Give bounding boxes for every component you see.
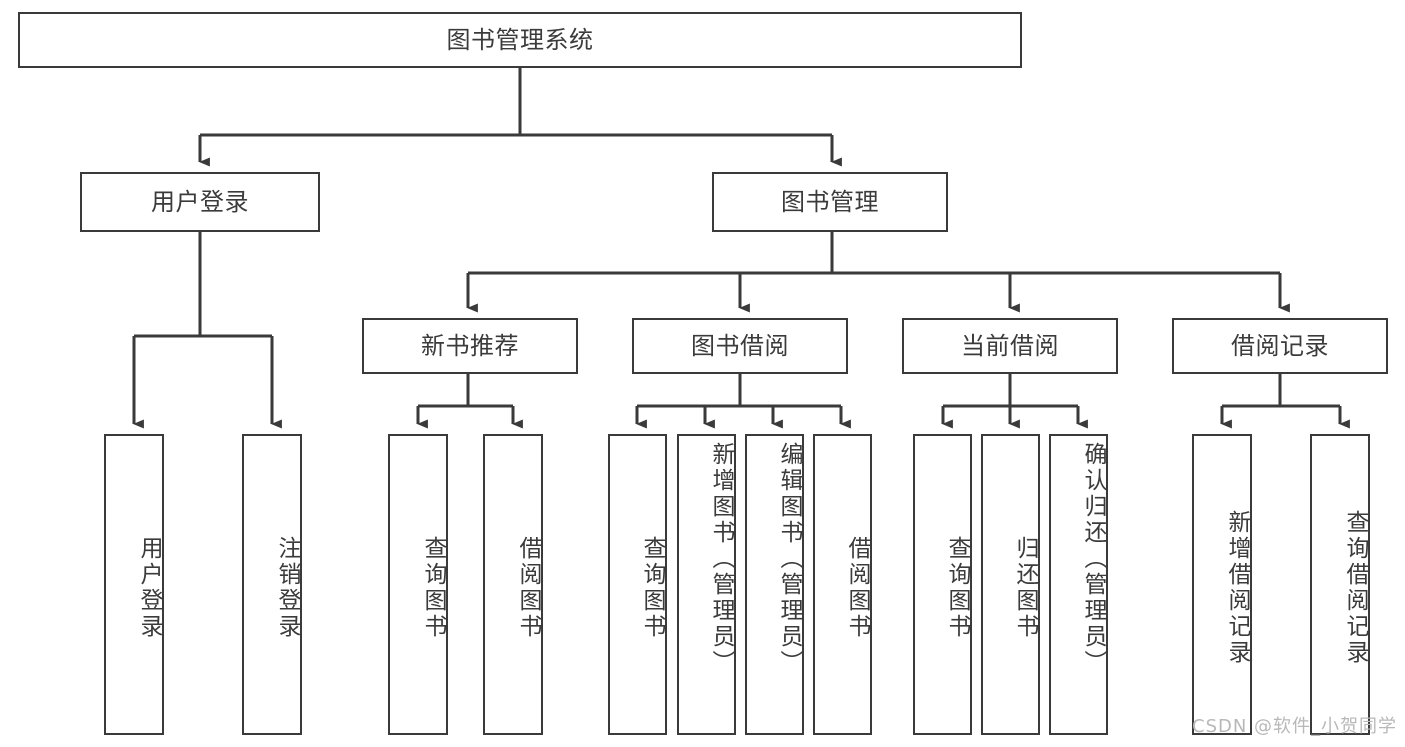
leaf-query-books-new[interactable]: 查询图书 — [388, 434, 448, 735]
node-user-login[interactable]: 用户登录 — [80, 172, 320, 232]
node-borrowing-records[interactable]: 借阅记录 — [1172, 318, 1388, 374]
leaf-logout[interactable]: 注销登录 — [242, 434, 302, 735]
leaf-add-borrow-record[interactable]: 新增借阅记录 — [1192, 434, 1252, 735]
node-new-book-recommendation[interactable]: 新书推荐 — [362, 318, 578, 374]
leaf-add-book-admin[interactable]: 新增图书（管理员） — [677, 434, 736, 735]
node-root-system[interactable]: 图书管理系统 — [18, 12, 1022, 68]
leaf-return-books[interactable]: 归还图书 — [981, 434, 1040, 735]
node-book-borrowing[interactable]: 图书借阅 — [632, 318, 848, 374]
leaf-confirm-return-admin[interactable]: 确认归还（管理员） — [1049, 434, 1108, 735]
leaf-user-login[interactable]: 用户登录 — [104, 434, 164, 735]
leaf-query-books-current[interactable]: 查询图书 — [913, 434, 972, 735]
leaf-borrow-books-borrow[interactable]: 借阅图书 — [813, 434, 872, 735]
node-book-management[interactable]: 图书管理 — [712, 172, 948, 232]
leaf-edit-book-admin[interactable]: 编辑图书（管理员） — [745, 434, 804, 735]
leaf-query-books-borrow[interactable]: 查询图书 — [608, 434, 667, 735]
csdn-watermark: CSDN @软件_小贺同学 — [1192, 716, 1398, 737]
leaf-borrow-books-new[interactable]: 借阅图书 — [483, 434, 543, 735]
node-current-borrowing[interactable]: 当前借阅 — [902, 318, 1118, 374]
leaf-query-borrow-record[interactable]: 查询借阅记录 — [1310, 434, 1370, 735]
